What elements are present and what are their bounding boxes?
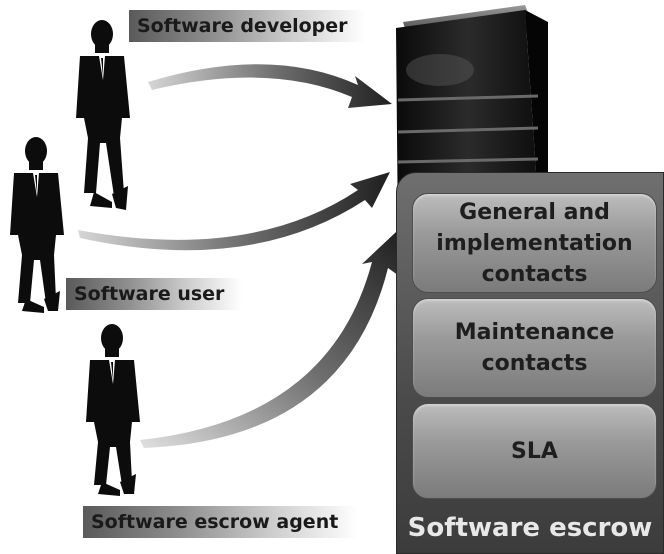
person-developer-icon xyxy=(76,20,130,210)
panel-label: Maintenance contacts xyxy=(454,320,615,376)
panel-label: SLA xyxy=(511,438,558,464)
panel-maintenance-contacts: Maintenance contacts xyxy=(412,298,657,398)
panel-sla: SLA xyxy=(412,403,657,499)
arrow-agent xyxy=(140,232,402,448)
label-software-developer: Software developer xyxy=(129,10,365,42)
label-software-user: Software user xyxy=(66,278,242,310)
person-agent-icon xyxy=(86,324,140,496)
panel-label: General and implementation contacts xyxy=(436,199,633,287)
panel-general-implementation-contacts: General and implementation contacts xyxy=(412,193,657,293)
software-escrow-title: Software escrow xyxy=(407,513,653,543)
person-user-icon xyxy=(10,137,64,313)
arrow-developer xyxy=(148,64,392,108)
arrow-user xyxy=(78,172,390,251)
label-software-escrow-agent: Software escrow agent xyxy=(83,506,358,538)
